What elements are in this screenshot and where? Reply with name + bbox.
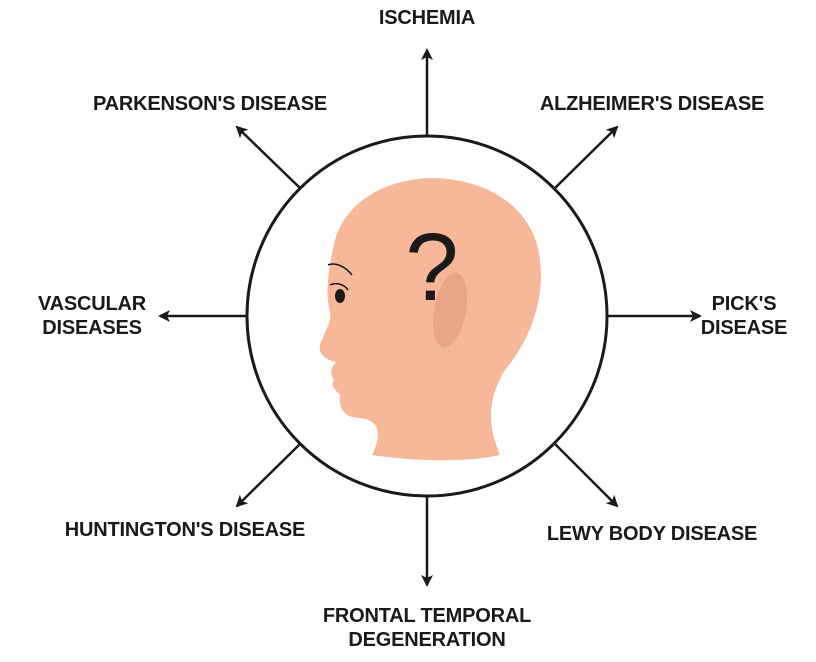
arrow-bottom-right: [555, 444, 617, 506]
question-mark-icon: ?: [405, 214, 458, 321]
label-picks-line2: DISEASE: [694, 316, 794, 340]
label-vascular-line1: VASCULAR: [22, 292, 162, 316]
label-vascular-line2: DISEASES: [22, 316, 162, 340]
label-ischemia: ISCHEMIA: [327, 6, 527, 30]
label-alzheimer: ALZHEIMER'S DISEASE: [512, 92, 792, 116]
label-frontal-temporal-line1: FRONTAL TEMPORAL: [292, 604, 562, 628]
label-parkenson: PARKENSON'S DISEASE: [70, 92, 350, 116]
arrow-top-left: [237, 127, 300, 188]
arrow-top-right: [555, 127, 617, 188]
label-frontal-temporal-line2: DEGENERATION: [292, 628, 562, 652]
label-huntington: HUNTINGTON'S DISEASE: [40, 518, 330, 542]
arrow-bottom-left: [237, 444, 300, 506]
label-lewy-body: LEWY BODY DISEASE: [522, 522, 782, 546]
label-frontal-temporal: FRONTAL TEMPORAL DEGENERATION: [292, 604, 562, 652]
label-picks-line1: PICK'S: [694, 292, 794, 316]
label-picks: PICK'S DISEASE: [694, 292, 794, 340]
label-vascular: VASCULAR DISEASES: [22, 292, 162, 340]
